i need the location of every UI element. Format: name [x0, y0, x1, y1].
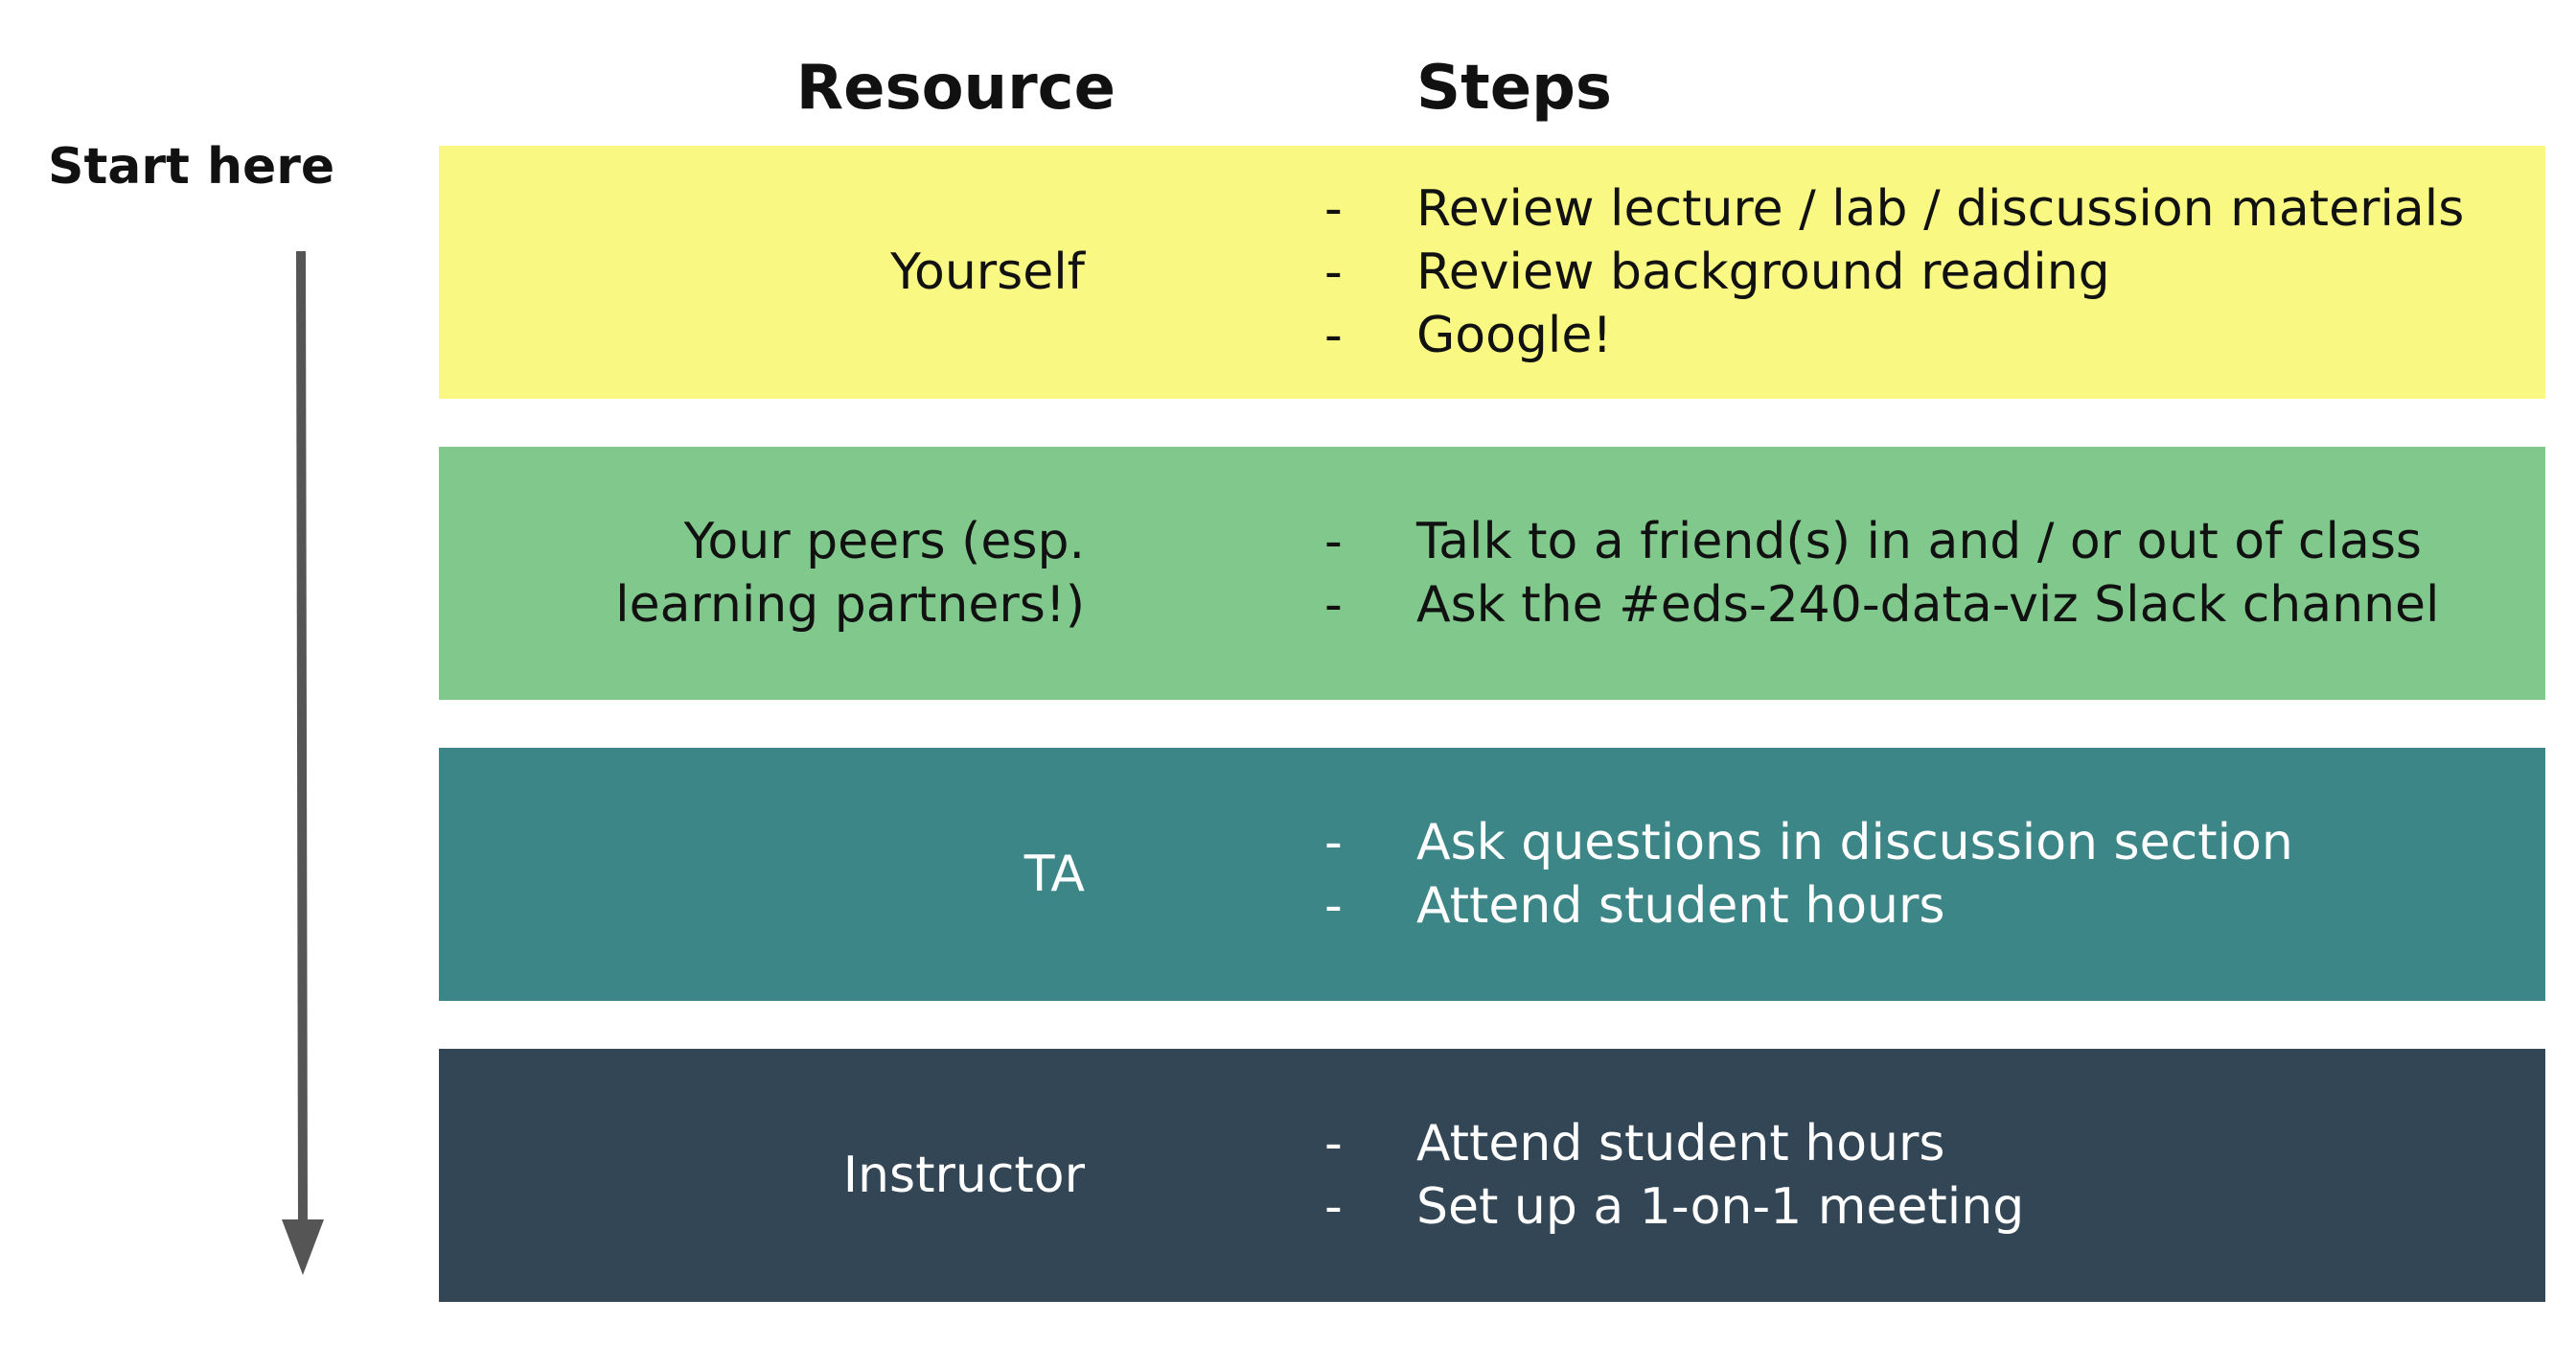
step-text: Talk to a friend(s) in and / or out of c…: [1416, 513, 2423, 570]
bullet-dash: -: [1324, 576, 1343, 634]
resource-label: Instructor: [842, 1147, 1085, 1204]
bullet-dash: -: [1324, 877, 1343, 935]
step-item: - Google!: [439, 304, 2545, 367]
step-item: - Review background reading: [439, 241, 2545, 304]
step-item: - Set up a 1-on-1 meeting: [439, 1175, 2545, 1239]
bullet-dash: -: [1324, 814, 1343, 871]
resource-row: Your peers (esp. learning partners!) - Tal…: [439, 447, 2545, 700]
resource-label: TA: [1024, 846, 1085, 903]
bullet-dash: -: [1324, 180, 1343, 238]
steps-list: - Ask questions in discussion section - Att…: [439, 748, 2545, 1001]
resource-row: Yourself - Review lecture / lab / discussi…: [439, 146, 2545, 399]
step-text: Google!: [1416, 307, 1613, 364]
resource-row: Instructor - Attend student hours - Set up a…: [439, 1049, 2545, 1302]
step-text: Ask questions in discussion section: [1416, 814, 2293, 871]
steps-list: - Review lecture / lab / discussion mater…: [439, 146, 2545, 399]
steps-list: - Talk to a friend(s) in and / or out of …: [439, 447, 2545, 700]
step-text: Review background reading: [1416, 244, 2110, 301]
resource-label: Yourself: [890, 244, 1085, 301]
resource-label: Your peers (esp. learning partners!): [615, 513, 1085, 634]
steps-list: - Attend student hours - Set up a 1-on-1 me…: [439, 1049, 2545, 1302]
resource-column-header: Resource: [795, 53, 1116, 124]
step-item: - Ask questions in discussion section: [439, 811, 2545, 874]
bullet-dash: -: [1324, 1178, 1343, 1236]
bullet-dash: -: [1324, 513, 1343, 570]
bullet-dash: -: [1324, 1115, 1343, 1172]
bullet-dash: -: [1324, 307, 1343, 364]
step-item: - Attend student hours: [439, 874, 2545, 938]
step-text: Review lecture / lab / discussion materi…: [1416, 180, 2465, 238]
start-here-label: Start here: [48, 138, 335, 196]
step-text: Ask the #eds-240-data-viz Slack channel: [1416, 576, 2440, 634]
step-text: Attend student hours: [1416, 1115, 1945, 1172]
resource-row: TA - Ask questions in discussion section - A…: [439, 748, 2545, 1001]
bullet-dash: -: [1324, 244, 1343, 301]
steps-column-header: Steps: [1416, 53, 1612, 124]
step-item: - Review lecture / lab / discussion mater…: [439, 177, 2545, 241]
step-text: Set up a 1-on-1 meeting: [1416, 1178, 2025, 1236]
step-text: Attend student hours: [1416, 877, 1945, 935]
step-item: - Attend student hours: [439, 1112, 2545, 1175]
step-item: - Talk to a friend(s) in and / or out of …: [439, 510, 2545, 573]
step-item: - Ask the #eds-240-data-viz Slack channel: [439, 573, 2545, 637]
